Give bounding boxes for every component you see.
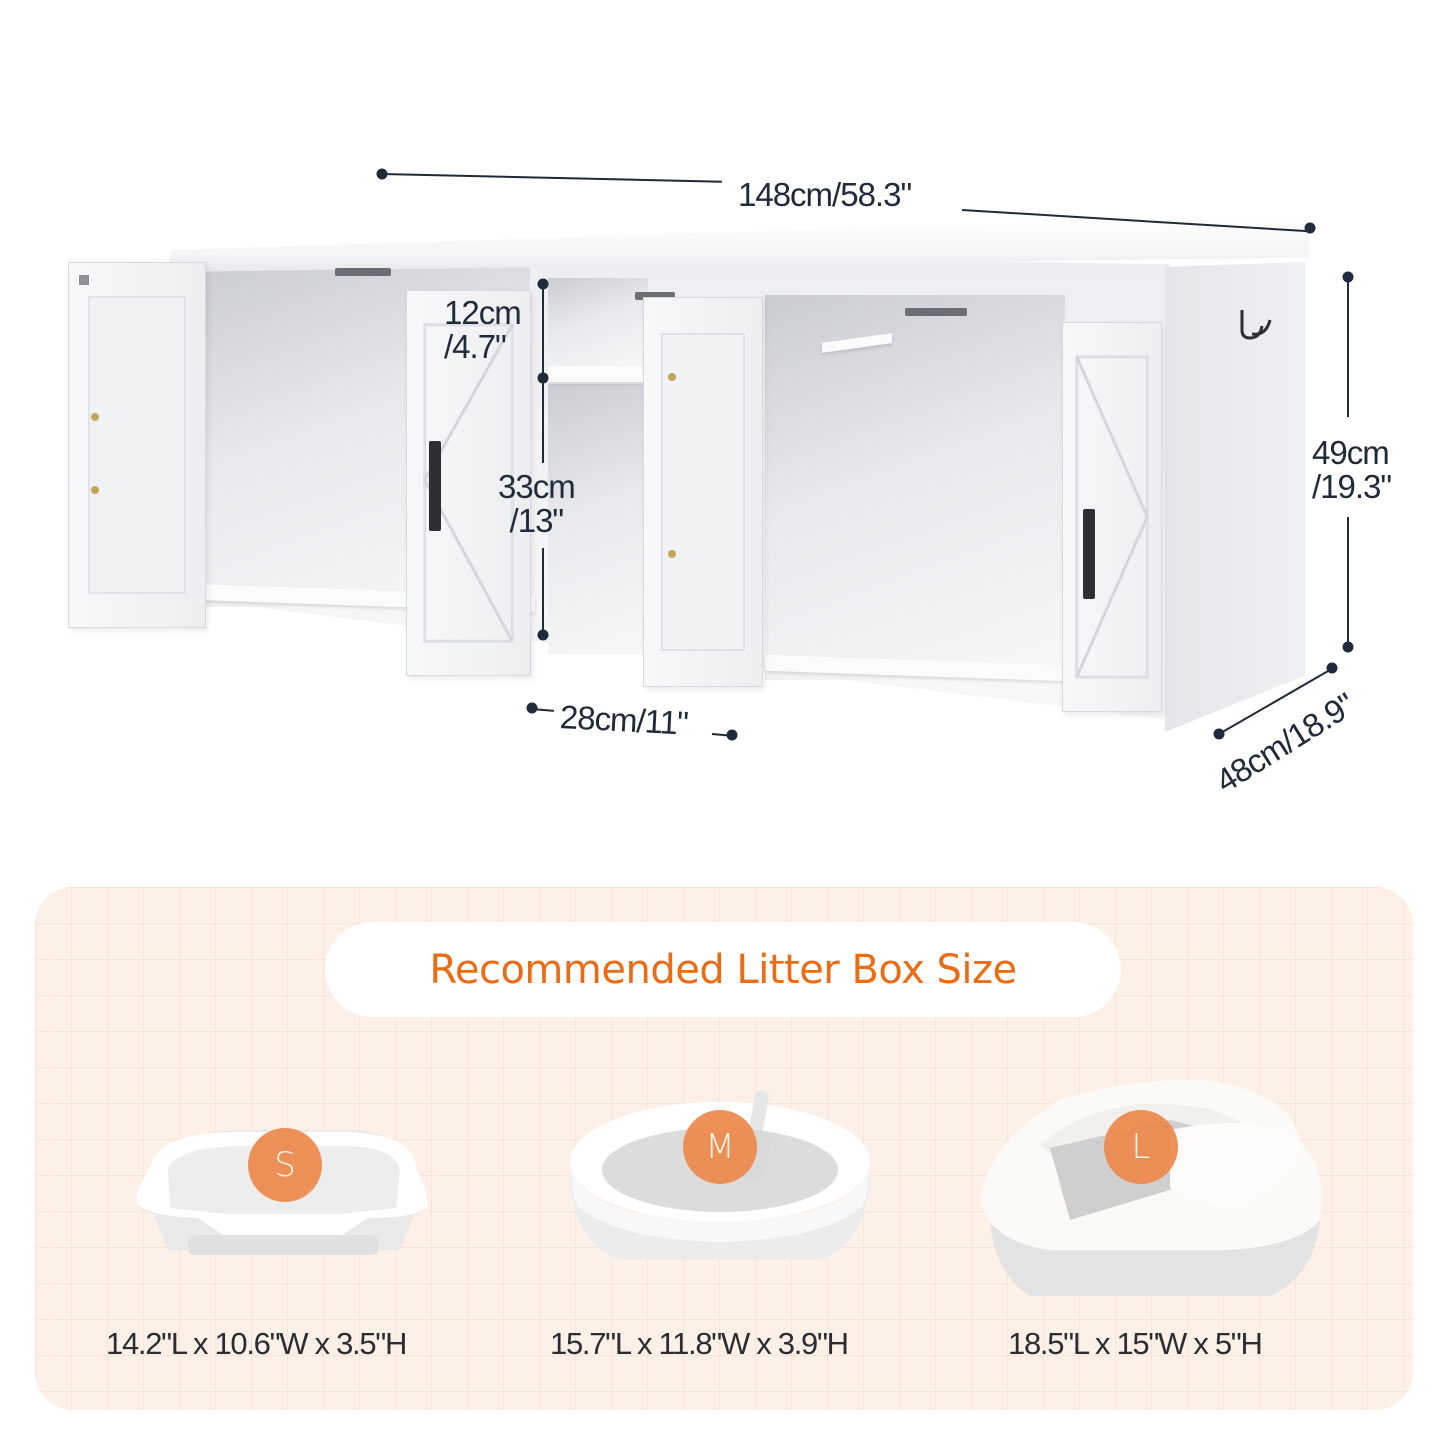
dimension-endpoint-icon <box>537 629 549 641</box>
knob-icon <box>668 550 676 558</box>
dimension-endpoint-icon <box>1304 222 1316 234</box>
height-dimension-line <box>1347 277 1349 417</box>
cabinet-side-panel <box>1165 262 1305 732</box>
section-title: Recommended Litter Box Size <box>429 946 1017 993</box>
shelf-gap-cm: 12cm <box>444 294 522 331</box>
hinge-icon <box>905 308 967 316</box>
cabinet-door-2 <box>406 290 531 676</box>
cabinet-door-1 <box>68 262 206 628</box>
dimension-endpoint-icon <box>526 702 538 714</box>
length-dimension-line <box>381 173 722 183</box>
right-compartment <box>765 295 1065 680</box>
medium-box-dimensions: 15.7"L x 11.8"W x 3.9"H <box>550 1326 849 1361</box>
height-dimension-line <box>1347 517 1349 647</box>
large-litter-box-image <box>980 1079 1322 1296</box>
middle-shelf <box>548 366 648 382</box>
door-handle-icon <box>1083 509 1095 599</box>
shelf-gap-label: 12cm /4.7" <box>444 294 522 365</box>
dimension-endpoint-icon <box>1213 728 1225 740</box>
lower-opening-cm: 33cm <box>498 468 576 505</box>
dimension-endpoint-icon <box>1342 641 1354 653</box>
height-inch: /19.3" <box>1312 467 1392 505</box>
door-handle-icon <box>429 441 441 531</box>
hinge-icon <box>335 268 391 276</box>
large-box-dimensions: 18.5"L x 15"W x 5"H <box>1008 1326 1263 1361</box>
size-badge-s: S <box>248 1128 322 1202</box>
opening-dimension-line <box>542 378 544 463</box>
shelf-gap-inch: /4.7" <box>444 327 507 365</box>
opening-dimension-line <box>542 548 544 635</box>
hook-icon <box>1240 310 1272 340</box>
height-cm: 49cm <box>1312 434 1390 471</box>
length-label: 148cm/58.3" <box>738 176 912 213</box>
shelf-gap-dimension-line <box>542 284 544 378</box>
knob-icon <box>91 486 99 494</box>
middle-upper-compartment <box>548 278 648 368</box>
cabinet-door-4 <box>1062 322 1162 712</box>
hinge-icon <box>635 292 675 300</box>
section-title-pill: Recommended Litter Box Size <box>325 922 1121 1017</box>
dimension-endpoint-icon <box>726 729 738 741</box>
lower-opening-inch: /13" <box>509 501 565 539</box>
cabinet-door-3 <box>643 297 763 687</box>
middle-width-label: 28cm/11" <box>559 698 689 742</box>
barn-x-pattern-icon <box>1075 355 1149 679</box>
knob-icon <box>91 413 99 421</box>
cabinet-top <box>170 214 1310 272</box>
dimension-endpoint-icon <box>1326 662 1338 674</box>
lower-opening-label: 33cm /13" <box>498 468 576 539</box>
small-box-dimensions: 14.2"L x 10.6"W x 3.5"H <box>106 1326 407 1361</box>
size-badge-l: L <box>1104 1110 1178 1184</box>
middle-lower-compartment <box>548 384 648 654</box>
knob-icon <box>668 373 676 381</box>
size-badge-m: M <box>683 1110 757 1184</box>
height-label: 49cm /19.3" <box>1312 434 1392 505</box>
